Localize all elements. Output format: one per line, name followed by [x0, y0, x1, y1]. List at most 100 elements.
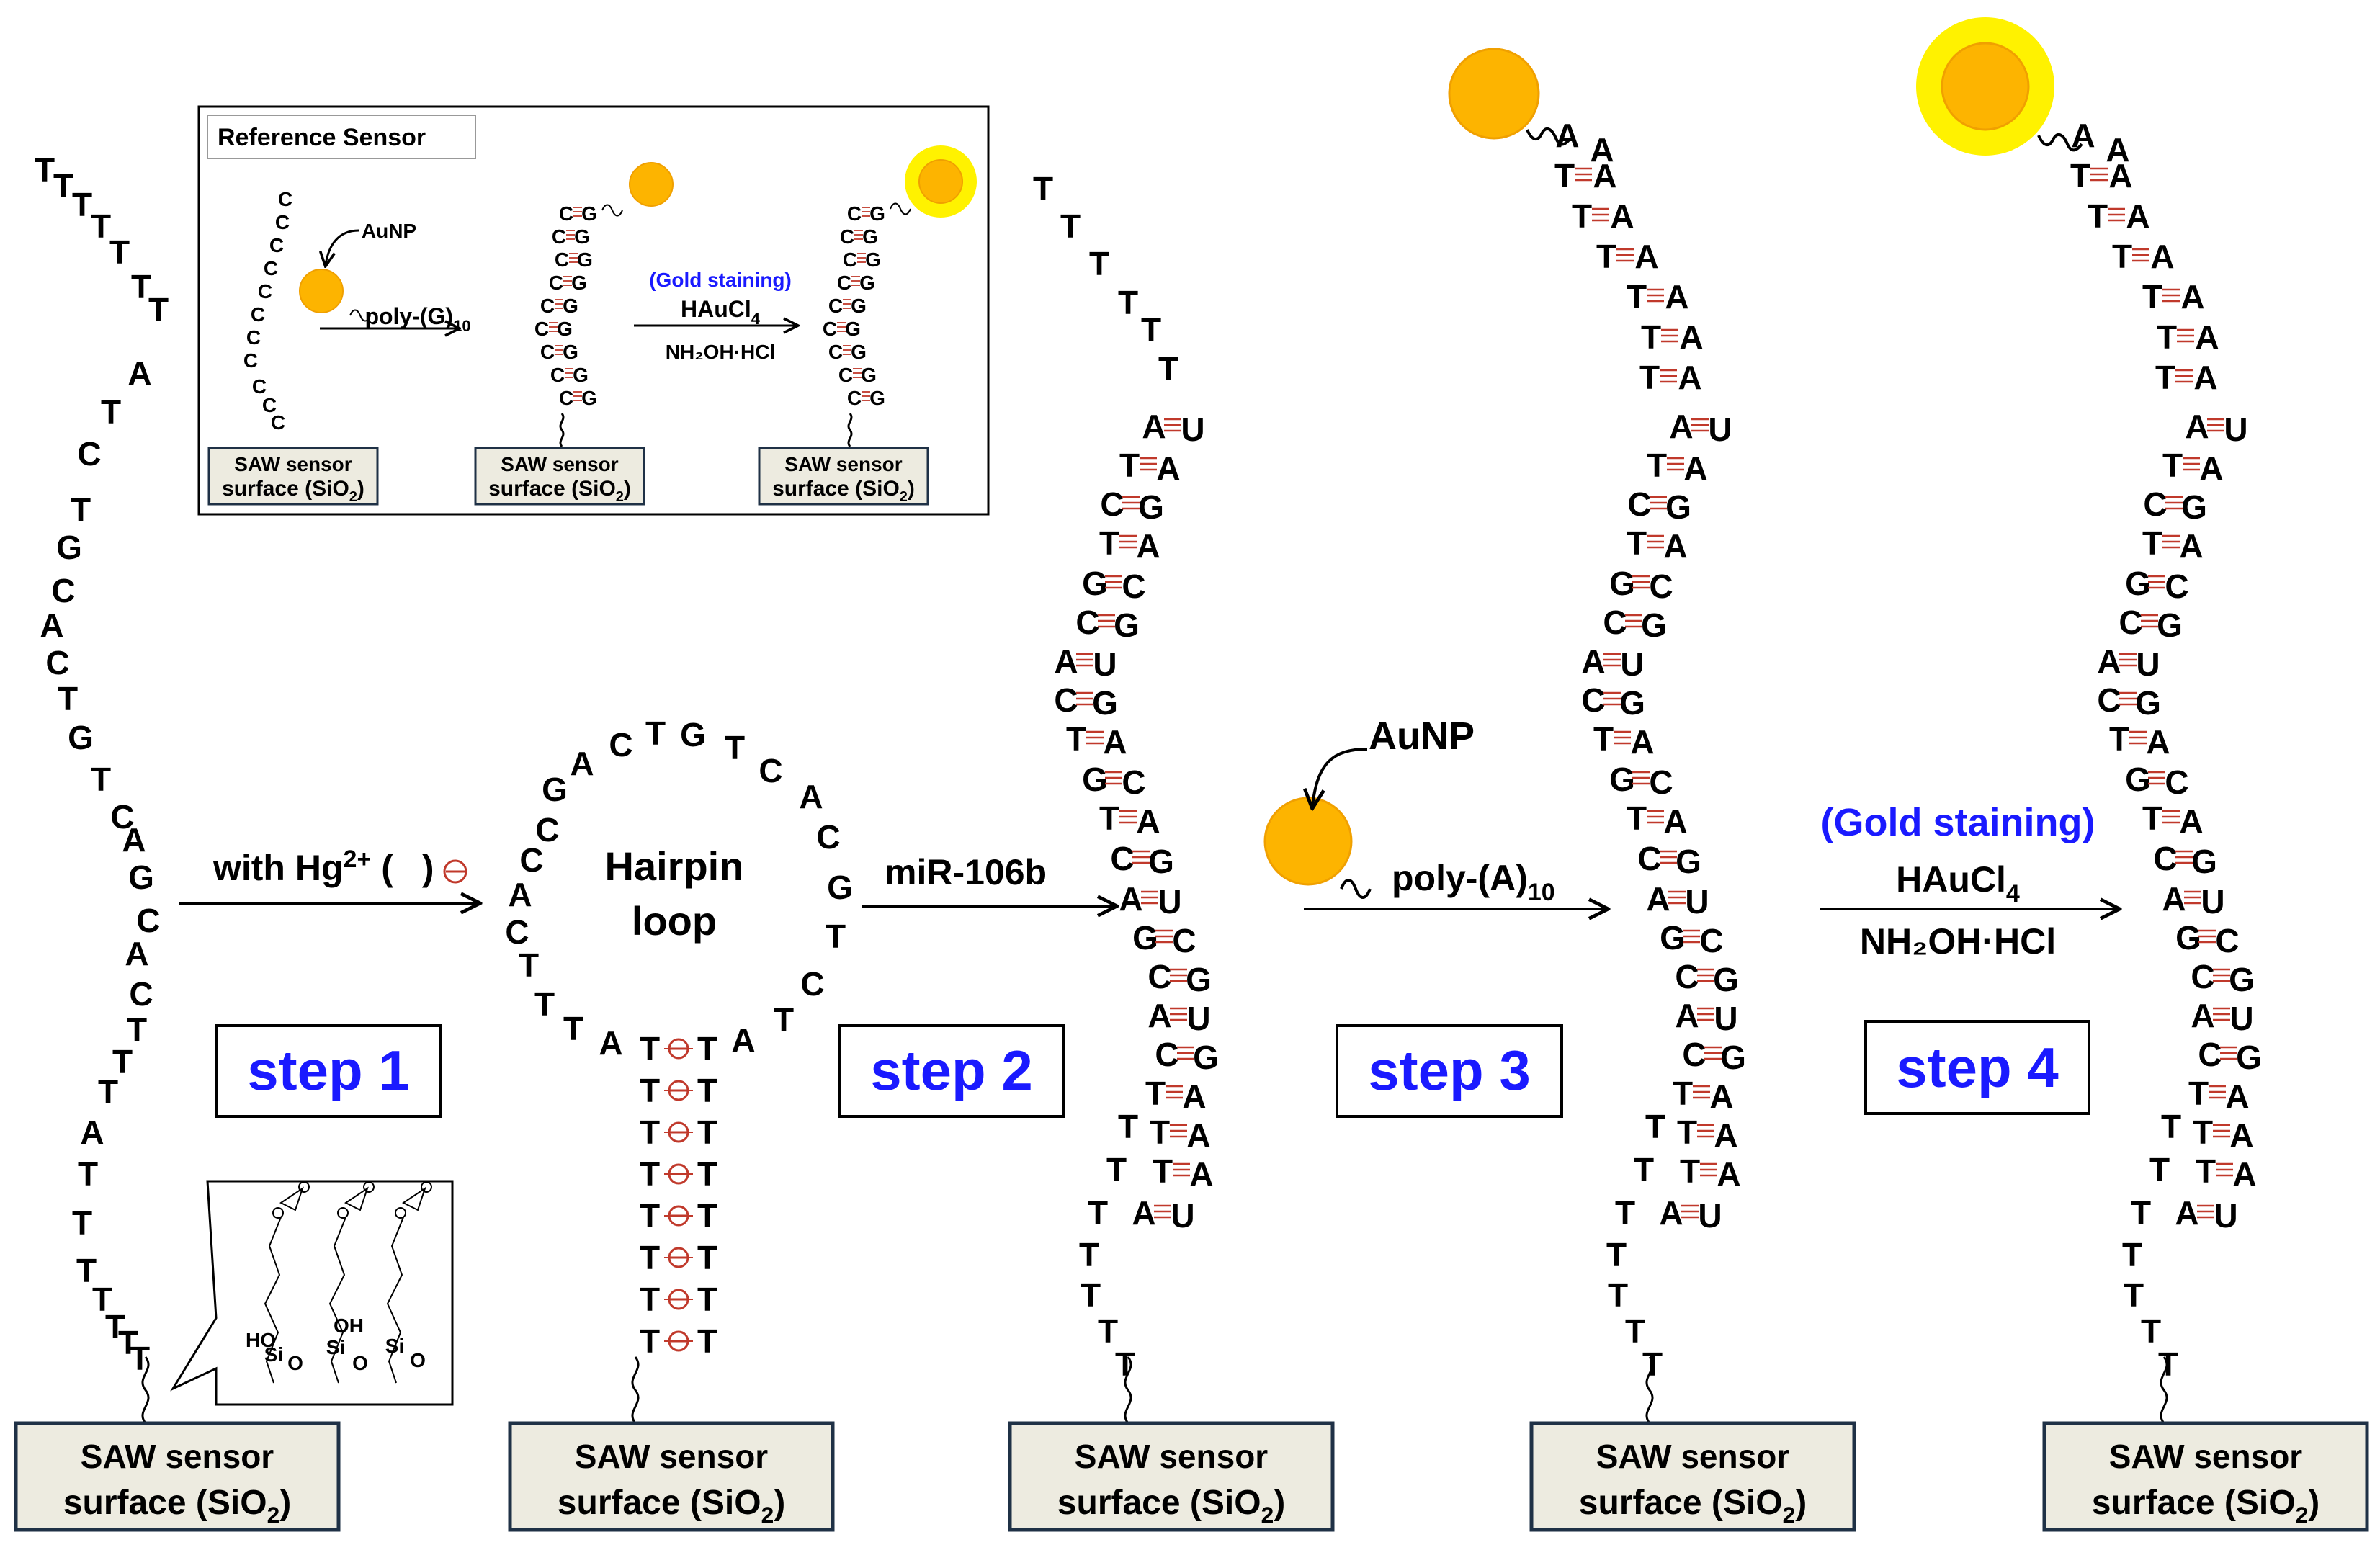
epoxy-ring: [344, 1186, 369, 1211]
step2-target-base: A: [1182, 1078, 1206, 1115]
strand2-top-base: T: [1033, 170, 1053, 207]
step1-box: [215, 1024, 442, 1118]
step4-polyA-base: A: [2193, 359, 2217, 396]
step3-probe-base: C: [1637, 840, 1661, 877]
strand1-base: T: [148, 291, 169, 328]
step2-target-base: G: [1092, 684, 1118, 722]
strand1-base: T: [131, 268, 151, 305]
strand1-base: T: [118, 1324, 138, 1361]
ref-duplex-2-probe-base: C: [838, 364, 853, 386]
sensor-surface-3-line2: surface (SiO2): [1057, 1484, 1285, 1528]
step4-target-base: G: [2181, 488, 2207, 526]
ref-surface-3-line2: surface (SiO2): [772, 477, 915, 505]
hairpin-loop-base: T: [826, 918, 846, 955]
step3-probe-base: T: [1596, 238, 1616, 275]
step2-probe-base: T: [1066, 720, 1086, 758]
ref-duplex-1-probe-base: C: [550, 364, 565, 386]
step3-label: step 3: [1368, 1039, 1530, 1102]
silane-callout: [170, 1180, 454, 1406]
step4-tail-base: T: [2141, 1312, 2161, 1350]
ref-probe-base: C: [278, 188, 292, 210]
hairpin-stem-base: T: [640, 1322, 660, 1360]
ref-gold-nanoparticle-icon: [299, 269, 344, 313]
step3-probe-base: C: [1627, 485, 1651, 523]
step2-target-base: U: [1158, 883, 1181, 920]
sensor-surface-1-line2: surface (SiO2): [63, 1484, 291, 1528]
step3-polyA-base: A: [1610, 197, 1634, 235]
strand2-top-base: T: [1089, 245, 1109, 282]
ref-duplex-2-pair-base: G: [865, 248, 881, 271]
ref-probe-base: C: [264, 257, 278, 279]
step4-probe-base: G: [2125, 761, 2151, 798]
step3-box: [1336, 1024, 1563, 1118]
strand1-base: T: [105, 1308, 125, 1345]
step3-linker: [1340, 879, 1372, 899]
hairpin-loop-base: T: [519, 946, 539, 984]
step2-probe-base: C: [1054, 681, 1078, 719]
hairpin-stem-base: T: [640, 1239, 660, 1276]
ref-reagent-nh2oh: NH₂OH·HCl: [666, 341, 775, 363]
step4-box: [1864, 1020, 2090, 1115]
step3-probe-base: T: [1572, 197, 1592, 235]
ref-probe-base: C: [246, 326, 261, 349]
strand1-base: T: [112, 1043, 133, 1080]
step3-probe-base: T: [1627, 278, 1647, 315]
step3-target-base: G: [1720, 1039, 1746, 1076]
hairpin-stem-base: T: [697, 1239, 717, 1276]
ref-duplex-2-probe-base: C: [843, 248, 857, 271]
step4-tail-base: T: [2122, 1236, 2142, 1273]
step3-target-base: C: [1649, 568, 1673, 605]
step3-target-base: U: [1620, 645, 1644, 683]
sensor-surface-4-line2: surface (SiO2): [1579, 1484, 1807, 1528]
step2-probe-base: G: [1082, 761, 1108, 798]
ref-np-pointer: [326, 229, 359, 265]
step1-arrow-label: with Hg2+ (): [212, 846, 434, 888]
strand1-base: C: [136, 902, 160, 939]
step3-target-base: A: [1630, 723, 1654, 761]
hairpin-stem-base: T: [697, 1197, 717, 1235]
step4-target-base: G: [2229, 961, 2255, 998]
step3-tail-base: T: [1608, 1276, 1628, 1314]
step4-target-base: U: [2229, 1000, 2253, 1037]
strand1-base: T: [101, 393, 121, 431]
silane-atom-label: O: [410, 1349, 426, 1371]
step2-target-base: C: [1122, 763, 1145, 801]
hairpin-stem-base: T: [697, 1155, 717, 1193]
step3-target-base: A: [1663, 527, 1687, 565]
step4-target-base: A: [2199, 449, 2223, 487]
epoxy-ring: [279, 1186, 304, 1211]
hairpin-loop-base: T: [725, 729, 745, 766]
ref-duplex-2-pair-base: G: [851, 341, 867, 363]
ref-duplex-1-pair-base: G: [571, 272, 587, 294]
strand1-linker: [141, 1356, 150, 1424]
step4-target-base: A: [2146, 723, 2170, 761]
step3-probe-base: A: [1659, 1194, 1683, 1232]
gold-nanoparticle-icon: [1941, 42, 2030, 131]
strand1-base: C: [110, 798, 134, 836]
step4-polyA-base: A: [2126, 197, 2149, 235]
hairpin-stem-base: T: [697, 1322, 717, 1360]
step3-probe-base: T: [1677, 1114, 1697, 1151]
ref-surface-1-line2: surface (SiO2): [222, 477, 364, 505]
step3-target-base: G: [1641, 606, 1667, 644]
ref-gold-nanoparticle-icon: [629, 162, 674, 207]
step2-probe-base: T: [1099, 524, 1119, 562]
step2-probe-base: C: [1100, 485, 1124, 523]
ref-duplex-1-probe-base: C: [540, 295, 555, 317]
step3-target-base: A: [1683, 449, 1707, 487]
silane-atom-label: Si: [385, 1335, 404, 1357]
ref-duplex-2-pair-base: G: [869, 387, 885, 409]
strand2-top-base: T: [1118, 284, 1138, 321]
step4-polyA-base: A: [2071, 117, 2095, 154]
step2-probe-base: T: [1153, 1152, 1173, 1190]
step2-probe-base: T: [1150, 1114, 1170, 1151]
step4-probe-base: A: [2191, 997, 2214, 1034]
step3-target-base: A: [1663, 802, 1687, 840]
step4-probe-base: T: [2109, 720, 2129, 758]
ref-probe-base: C: [271, 411, 285, 434]
